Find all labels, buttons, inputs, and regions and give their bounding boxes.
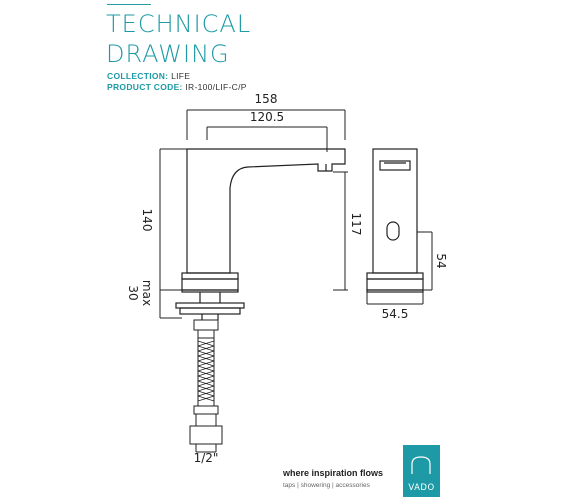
header-rule <box>107 4 151 5</box>
vado-logo: VADO <box>403 445 440 497</box>
dim-base-depth <box>366 292 424 305</box>
product-code-label: PRODUCT CODE: <box>107 82 183 92</box>
collection-label: COLLECTION: <box>107 71 169 81</box>
brand-name: VADO <box>408 483 435 493</box>
hose-braid <box>197 340 215 402</box>
label-overall-length: 158 <box>255 92 278 106</box>
title-line-1: TECHNICAL <box>106 10 252 38</box>
dim-sensor-height <box>417 231 433 291</box>
flexible-hose <box>189 319 223 452</box>
product-code-value: IR-100/LIF-C/P <box>185 82 247 92</box>
label-connector: 1/2" <box>194 451 219 465</box>
label-spout-reach: 120.5 <box>250 110 284 124</box>
dim-spout-reach <box>206 126 328 152</box>
dim-max-deck <box>159 290 182 319</box>
label-sensor-height: 54 <box>434 253 448 268</box>
label-base-depth: 54.5 <box>382 307 409 321</box>
label-spout-height: 117 <box>349 213 363 236</box>
dim-overall-length <box>186 109 346 140</box>
logo-wave-icon <box>411 456 431 474</box>
label-max-value: 30 <box>126 285 140 300</box>
product-code-line: PRODUCT CODE: IR-100/LIF-C/P <box>107 82 247 92</box>
footer-tagline: where inspiration flows <box>283 468 384 478</box>
tap-side-view <box>175 148 346 320</box>
dim-height <box>159 148 187 291</box>
footer-subtag: taps | showering | accessories <box>283 482 370 489</box>
collection-value: LIFE <box>171 71 191 81</box>
tap-front-view <box>366 148 424 293</box>
label-height: 140 <box>140 209 154 232</box>
title-line-2: DRAWING <box>106 40 230 68</box>
collection-line: COLLECTION: LIFE <box>107 71 190 81</box>
dim-spout-height <box>333 171 348 291</box>
label-max: max <box>140 280 154 306</box>
